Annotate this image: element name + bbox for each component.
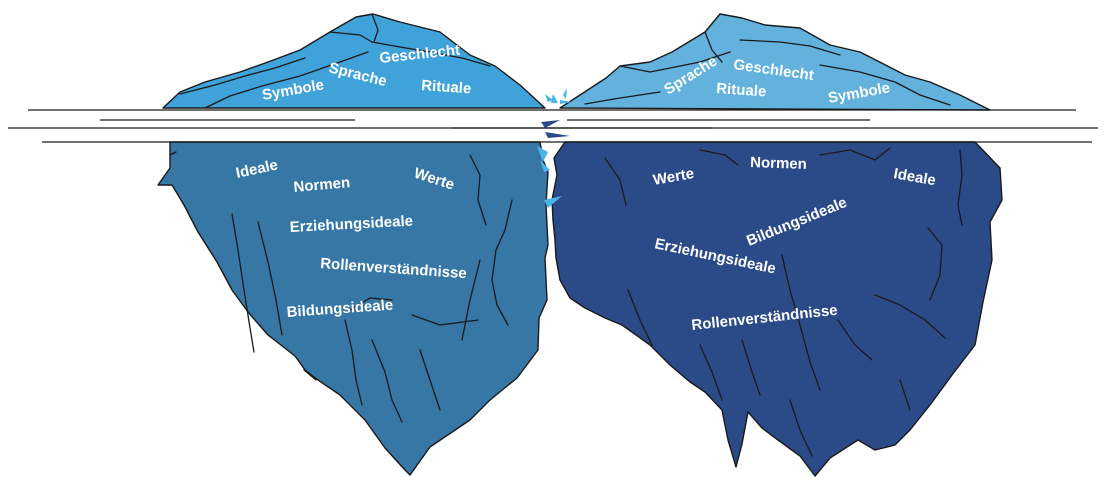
splash-shard (551, 94, 558, 103)
label-normen: Normen (750, 154, 807, 173)
splash-shard (541, 120, 560, 128)
label-rituale: Rituale (716, 80, 767, 100)
splash-shard (545, 132, 570, 138)
left-iceberg (158, 14, 548, 475)
splash-shard (563, 88, 567, 99)
left-iceberg-tip (163, 14, 545, 108)
label-rituale: Rituale (421, 77, 472, 97)
right-iceberg (552, 14, 1002, 476)
